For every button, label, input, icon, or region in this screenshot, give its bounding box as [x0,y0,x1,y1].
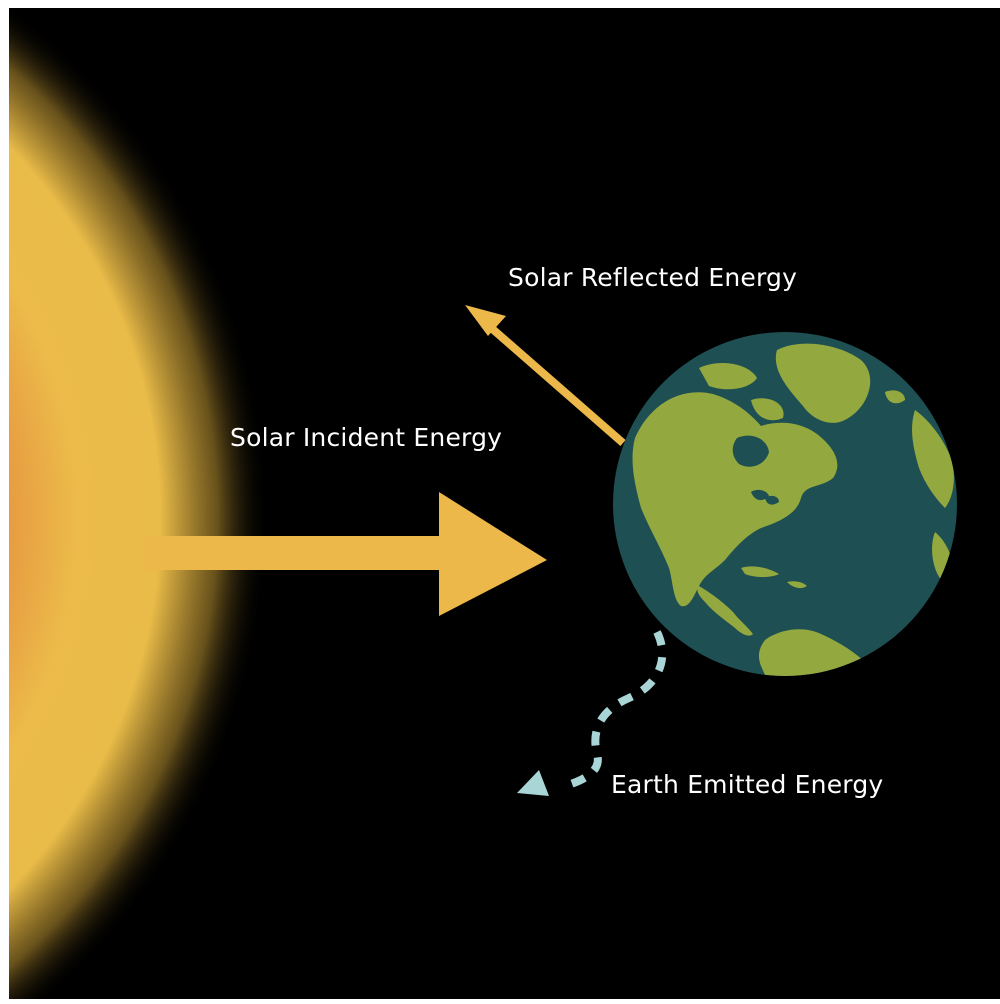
diagram-canvas: Solar Reflected Energy Solar Incident En… [9,8,1000,999]
solar-reflected-energy-label: Solar Reflected Energy [508,263,798,292]
earth-emitted-arrow [517,630,667,796]
earth-icon [613,332,957,676]
solar-incident-arrow [144,492,547,616]
solar-incident-energy-label: Solar Incident Energy [230,423,503,452]
solar-reflected-arrow [465,305,626,447]
earth-emitted-energy-label: Earth Emitted Energy [611,770,884,799]
diagram-svg [9,8,1000,999]
